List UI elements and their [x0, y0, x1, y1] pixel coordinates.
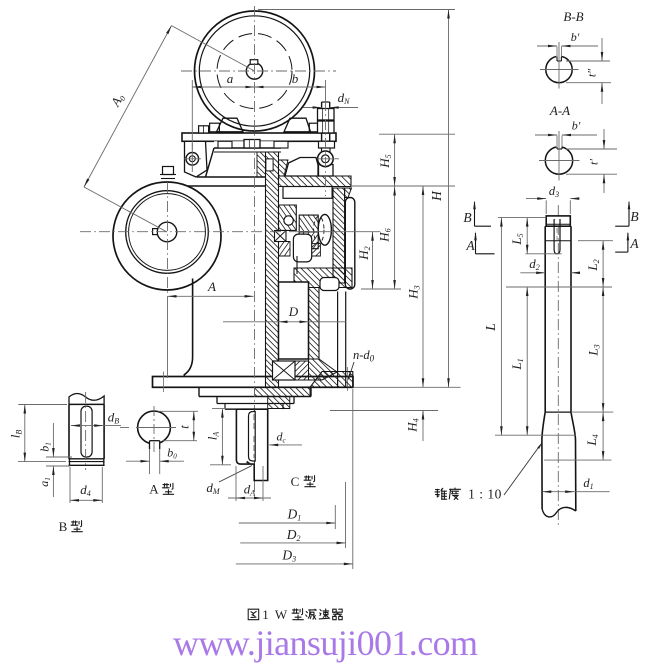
- svg-text:b1: b1: [38, 442, 53, 452]
- svg-text:A: A: [149, 482, 159, 497]
- svg-text:lB: lB: [8, 430, 24, 439]
- svg-text:b0: b0: [167, 446, 177, 461]
- svg-text:dA: dA: [244, 482, 256, 498]
- svg-text:d4: d4: [80, 482, 91, 498]
- svg-text:d3: d3: [549, 184, 559, 199]
- svg-text:A-A: A-A: [549, 103, 570, 118]
- svg-text:a1: a1: [37, 477, 52, 487]
- svg-text:B-B: B-B: [563, 9, 583, 24]
- svg-text:www.jiansuji001.com: www.jiansuji001.com: [173, 623, 478, 663]
- svg-text:B: B: [59, 519, 68, 534]
- svg-text:dc: dc: [276, 430, 286, 445]
- svg-text:b': b': [572, 119, 581, 133]
- svg-text:t″: t″: [585, 68, 599, 77]
- svg-text:1: 1: [262, 607, 269, 622]
- svg-text:a: a: [227, 71, 234, 86]
- svg-text:t: t: [177, 425, 192, 429]
- svg-text:W: W: [275, 607, 288, 622]
- svg-text:t′: t′: [587, 159, 601, 165]
- svg-text:A: A: [207, 279, 216, 294]
- svg-text:d2: d2: [529, 256, 540, 272]
- svg-text:n-d0: n-d0: [353, 348, 375, 364]
- svg-text:D: D: [288, 304, 299, 319]
- svg-text:B: B: [630, 209, 638, 224]
- svg-text:b: b: [292, 71, 299, 86]
- svg-text:lA: lA: [205, 432, 221, 441]
- svg-text:B: B: [463, 210, 471, 225]
- svg-text:L: L: [483, 323, 498, 332]
- svg-text:C: C: [291, 474, 300, 489]
- svg-text:1 : 10: 1 : 10: [468, 487, 502, 502]
- svg-text:b': b': [571, 30, 580, 44]
- svg-text:A: A: [629, 236, 639, 251]
- svg-text:dB: dB: [108, 410, 120, 426]
- svg-text:d1: d1: [583, 476, 593, 491]
- svg-text:A: A: [465, 238, 475, 253]
- svg-text:H: H: [429, 190, 444, 202]
